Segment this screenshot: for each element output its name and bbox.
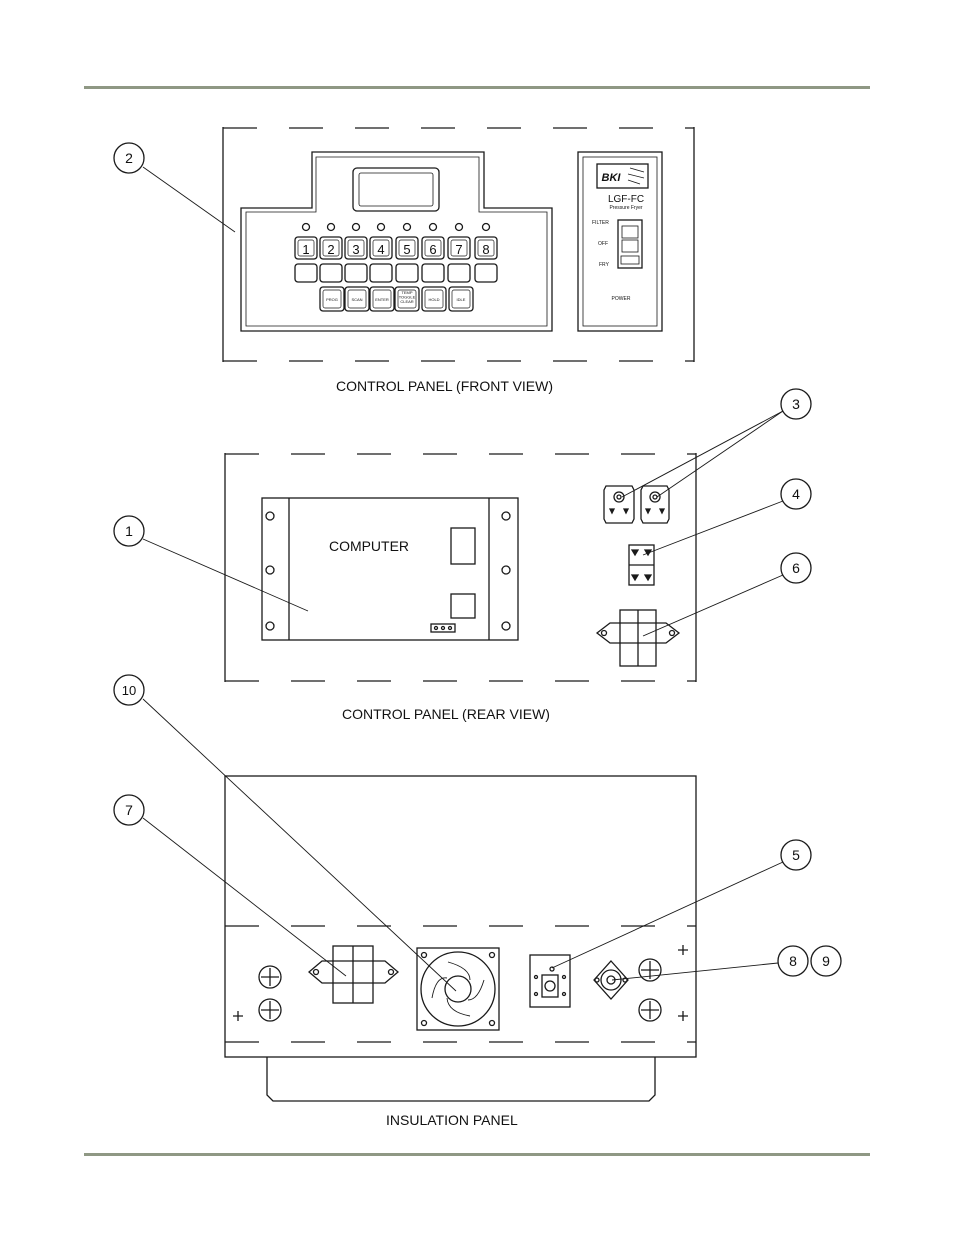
relay-left — [604, 486, 634, 523]
callout-6: 6 — [792, 560, 800, 576]
key-5-label: 5 — [403, 242, 410, 257]
key-2-label: 2 — [327, 242, 334, 257]
blank-key-5[interactable] — [396, 264, 418, 282]
rear-panel-outline — [225, 453, 696, 682]
callout-9: 9 — [822, 953, 830, 969]
callout-1: 1 — [125, 523, 133, 539]
leader-lines — [143, 167, 783, 991]
subtitle-label: Pressure Fryer — [609, 205, 642, 211]
led-indicators — [303, 224, 490, 231]
switch-label-fry: FRY — [599, 262, 610, 268]
callout-4: 4 — [792, 486, 800, 502]
led-6 — [430, 224, 437, 231]
led-5 — [404, 224, 411, 231]
blank-key-1[interactable] — [295, 264, 317, 282]
callout-10: 10 — [122, 683, 136, 698]
rear-transformer — [597, 610, 679, 666]
cooling-fan — [417, 948, 499, 1030]
key-6-label: 6 — [429, 242, 436, 257]
terminal-block — [629, 545, 654, 585]
led-7 — [456, 224, 463, 231]
func-key-enter-label: ENTER — [375, 297, 389, 302]
callout-3: 3 — [792, 396, 800, 412]
switch-label-off: OFF — [598, 241, 608, 247]
blank-key-2[interactable] — [320, 264, 342, 282]
key-1-label: 1 — [302, 242, 309, 257]
func-key-idle-label: IDLE — [457, 297, 466, 302]
key-3-label: 3 — [352, 242, 359, 257]
connector-upper — [451, 528, 475, 564]
insulation-transformer — [309, 946, 398, 1003]
model-label: LGF-FC — [608, 194, 644, 205]
blank-key-6[interactable] — [422, 264, 444, 282]
number-keys: 1 2 3 4 5 6 7 8 — [295, 237, 497, 259]
high-limit-switch — [594, 961, 628, 999]
callout-5: 5 — [792, 847, 800, 863]
func-key-scan-label: SCAN — [351, 297, 362, 302]
func-key-hold-label: HOLD — [428, 297, 439, 302]
brand-logo-text: BKI — [602, 172, 622, 184]
blank-key-4[interactable] — [370, 264, 392, 282]
led-1 — [303, 224, 310, 231]
blank-key-8[interactable] — [475, 264, 497, 282]
display-window — [353, 168, 439, 211]
computer-board — [262, 498, 518, 640]
rear-view-caption: CONTROL PANEL (REAR VIEW) — [342, 706, 550, 722]
power-label: POWER — [612, 296, 631, 302]
key-4-label: 4 — [377, 242, 384, 257]
switch-label-filter: FILTER — [592, 220, 609, 226]
led-4 — [378, 224, 385, 231]
led-8 — [483, 224, 490, 231]
key-7-label: 7 — [455, 242, 462, 257]
func-key-prog-label: PROG — [326, 297, 338, 302]
panel-screws — [233, 945, 688, 1021]
insulation-panel-caption: INSULATION PANEL — [386, 1112, 518, 1128]
power-rocker-switch — [618, 220, 642, 268]
front-view-caption: CONTROL PANEL (FRONT VIEW) — [336, 378, 553, 394]
callout-8: 8 — [789, 953, 797, 969]
blank-key-3[interactable] — [345, 264, 367, 282]
led-3 — [353, 224, 360, 231]
insulation-panel-outline — [225, 776, 696, 1101]
blank-keys — [295, 264, 497, 282]
led-2 — [328, 224, 335, 231]
computer-label: COMPUTER — [329, 538, 409, 554]
blank-key-7[interactable] — [448, 264, 470, 282]
key-8-label: 8 — [482, 242, 489, 257]
connector-lower — [451, 594, 475, 618]
callout-7: 7 — [125, 802, 133, 818]
callout-2: 2 — [125, 150, 133, 166]
